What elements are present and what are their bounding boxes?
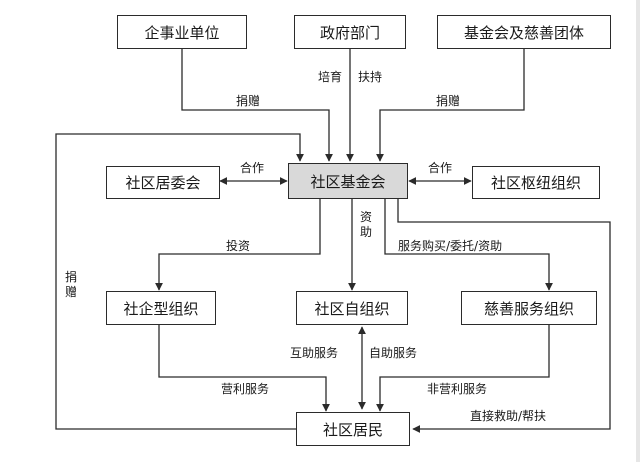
arrow-residents-to-cf [55,133,304,430]
label-donate-residents: 捐赠 [64,270,77,299]
label-cultivate: 培育 [318,70,343,84]
label-donate-foundations: 捐赠 [436,94,461,108]
label-donate-enterprise: 捐赠 [236,94,261,108]
node-social-enterprise: 社企型组织 [106,291,216,325]
label-profit-service: 营利服务 [221,382,270,396]
arrow-cf-to-social-enterprise [155,199,321,291]
label-nonprofit-service: 非营利服务 [427,382,488,396]
node-government: 政府部门 [294,15,406,49]
arrow-social-enterprise-to-residents [158,324,330,412]
node-residents: 社区居民 [296,412,410,446]
node-hub: 社区枢纽组织 [472,166,600,199]
label-coop-left: 合作 [240,161,265,175]
node-foundations: 基金会及慈善团体 [437,15,611,49]
label-self-service: 自助服务 [369,346,418,360]
node-committee: 社区居委会 [106,166,220,199]
label-invest: 投资 [226,239,251,253]
label-coop-right: 合作 [428,161,453,175]
label-direct-aid: 直接救助/帮扶 [470,409,547,423]
node-enterprise: 企事业单位 [117,15,247,49]
arrow-enterprise-to-cf [181,48,333,162]
label-mutual-aid: 互助服务 [290,346,339,360]
label-fund: 资助 [359,210,372,239]
right-edge-shade [636,0,640,462]
label-support: 扶持 [358,70,383,84]
label-service-purchase: 服务购买/委托/资助 [398,239,503,253]
node-charity-service: 慈善服务组织 [461,291,597,325]
arrow-cf-to-residents [397,199,611,433]
arrow-charity-to-residents [376,324,550,412]
node-community-foundation: 社区基金会 [288,163,408,199]
arrow-cf-to-charity-service [384,199,553,291]
arrow-foundations-to-cf [376,48,525,162]
node-self-org: 社区自组织 [296,291,408,325]
